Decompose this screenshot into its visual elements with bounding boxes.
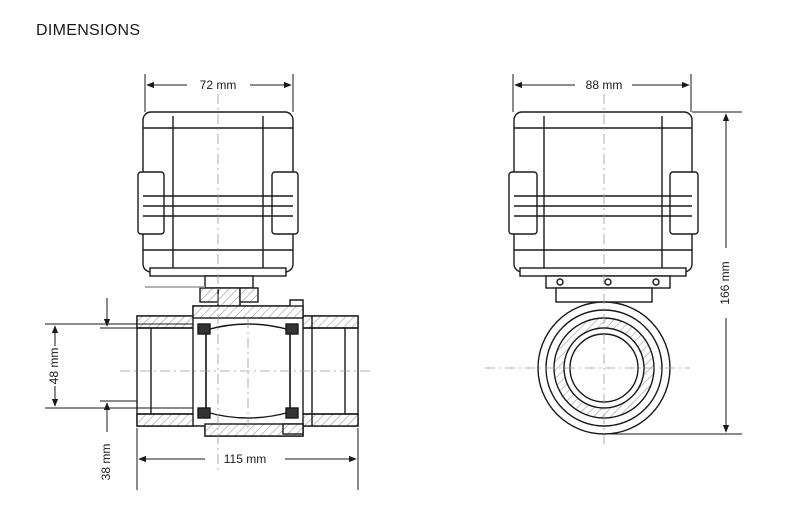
side-center-lines	[485, 94, 690, 448]
front-view	[120, 94, 370, 470]
side-actuator-housing	[508, 111, 699, 277]
dim-label-38: 38 mm	[99, 444, 113, 481]
front-center-lines	[120, 94, 370, 470]
side-dimension-lines	[512, 74, 742, 435]
dim-label-48: 48 mm	[47, 348, 61, 385]
side-view	[485, 94, 699, 448]
dim-label-115: 115 mm	[224, 452, 266, 466]
dim-label-72: 72 mm	[200, 78, 237, 92]
front-valve-body	[136, 299, 359, 437]
side-mount-bracket	[545, 275, 671, 303]
front-dimension-lines	[45, 74, 359, 490]
front-stem-mount	[145, 275, 259, 319]
section-heading: DIMENSIONS	[36, 22, 141, 39]
dim-label-88: 88 mm	[586, 78, 623, 92]
dim-label-166: 166 mm	[718, 261, 732, 304]
